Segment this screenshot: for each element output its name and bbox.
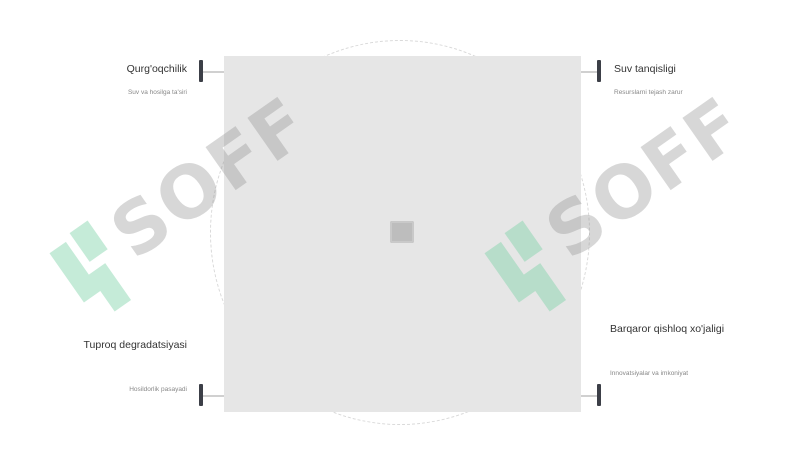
top-left-connector bbox=[203, 71, 224, 73]
top-left-title: Qurg'oqchilik bbox=[126, 63, 187, 75]
bottom-right-subtitle: Innovatsiyalar va imkoniyat bbox=[610, 370, 689, 377]
bottom-left-subtitle: Hosildorlik pasayadi bbox=[129, 386, 187, 393]
top-right-marker bbox=[597, 60, 601, 82]
bottom-right-marker bbox=[597, 384, 601, 406]
bottom-left-marker bbox=[199, 384, 203, 406]
top-right-title: Suv tanqisligi bbox=[614, 63, 676, 75]
bottom-right-connector bbox=[581, 395, 597, 397]
dashed-circle bbox=[210, 40, 590, 425]
bottom-right-title: Barqaror qishloq xo'jaligi bbox=[610, 323, 725, 335]
central-image-placeholder[interactable] bbox=[224, 56, 581, 412]
bottom-left-title: Tuproq degradatsiyasi bbox=[83, 339, 187, 351]
top-right-subtitle: Resurslarni tejash zarur bbox=[614, 89, 683, 96]
soff-logo-icon bbox=[49, 220, 132, 312]
top-left-subtitle: Suv va hosilga ta'siri bbox=[127, 89, 187, 96]
top-left-marker bbox=[199, 60, 203, 82]
image-icon bbox=[390, 221, 414, 243]
bottom-left-connector bbox=[203, 395, 224, 397]
top-right-connector bbox=[581, 71, 597, 73]
